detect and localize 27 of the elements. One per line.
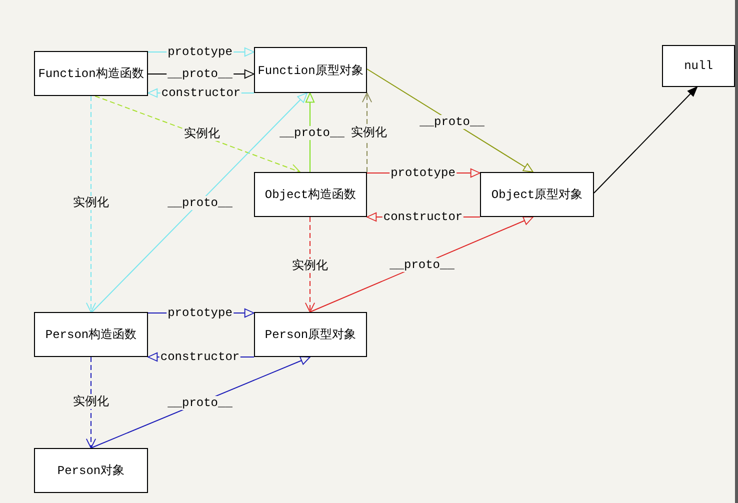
arrow: [304, 216, 316, 312]
edge-label: __proto__: [388, 258, 456, 272]
edge-label: prototype: [166, 45, 234, 59]
edge-label: __proto__: [418, 115, 486, 129]
edge-label: __proto__: [166, 396, 234, 410]
object-box: Function原型对象: [254, 47, 367, 93]
object-box: Person构造函数: [34, 312, 148, 357]
arrow: [594, 86, 698, 194]
arrow: [86, 356, 96, 448]
object-box: Person原型对象: [254, 312, 367, 357]
edge-label: 实例化: [72, 395, 110, 409]
edge-label: prototype: [166, 306, 234, 320]
edge-label: __proto__: [166, 67, 234, 81]
arrow: [86, 96, 96, 312]
edge-label: __proto__: [166, 196, 234, 210]
edge-label: 实例化: [183, 127, 221, 141]
arrow: [92, 92, 308, 312]
object-box: Object构造函数: [254, 172, 367, 217]
object-box: Function构造函数: [34, 51, 148, 96]
edge-label: 实例化: [72, 196, 110, 210]
object-box: Object原型对象: [480, 172, 594, 217]
object-box: null: [662, 45, 735, 87]
edge-label: __proto__: [278, 126, 346, 140]
edge-label: prototype: [390, 166, 456, 180]
object-box: Person对象: [34, 448, 148, 493]
edge-label: 实例化: [350, 126, 388, 140]
edge-label: 实例化: [291, 259, 329, 273]
